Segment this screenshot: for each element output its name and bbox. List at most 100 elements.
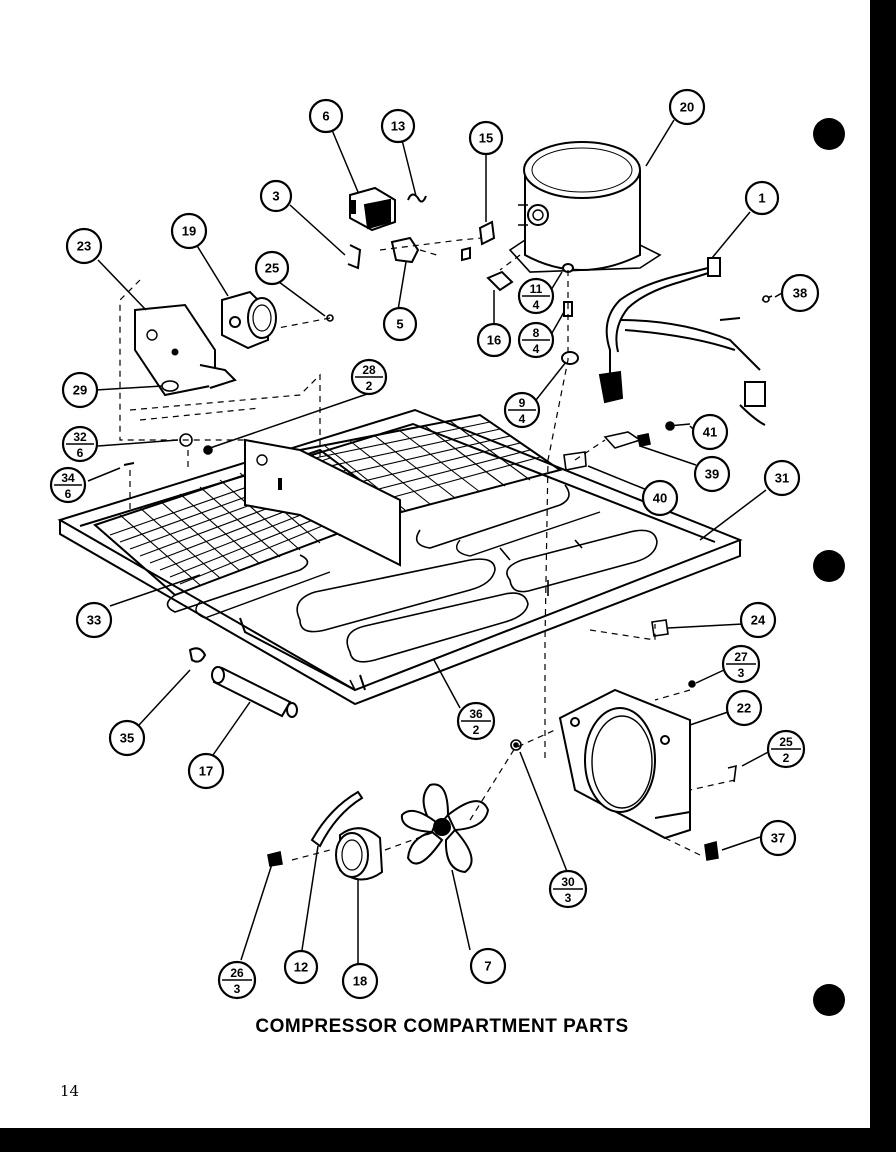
callout-number: 15 [479, 131, 493, 146]
callout-12: 12 [283, 949, 319, 985]
callout-number: 1 [758, 191, 765, 206]
defrost-timer [221, 290, 277, 350]
callout-number: 30 [561, 875, 575, 889]
callout-number: 5 [396, 317, 403, 332]
callout-quantity: 2 [783, 751, 790, 765]
overload-protector [347, 236, 420, 270]
callout-7: 7 [469, 947, 507, 985]
base-pan [57, 408, 743, 706]
divider-panel [244, 438, 401, 567]
fan-blade [400, 783, 490, 874]
callout-quantity: 6 [65, 487, 72, 501]
callout-circle [780, 273, 820, 313]
callout-8: 84 [517, 321, 555, 359]
callout-number: 31 [775, 471, 789, 486]
callout-circle [341, 962, 379, 1000]
callout-1: 1 [744, 180, 780, 216]
callout-number: 33 [87, 613, 101, 628]
callout-number: 13 [391, 119, 405, 134]
callout-number: 27 [734, 650, 748, 664]
callout-number: 17 [199, 764, 213, 779]
callout-number: 40 [653, 491, 667, 506]
callout-circle [254, 250, 290, 286]
callout-circle [61, 371, 99, 409]
callout-5: 5 [382, 306, 418, 342]
terminal-cover [461, 220, 579, 365]
callout-quantity: 4 [519, 412, 526, 426]
callout-number: 25 [779, 735, 793, 749]
callout-circle [476, 322, 512, 358]
callout-number: 18 [353, 974, 367, 989]
callout-number: 16 [487, 333, 501, 348]
callout-circle [468, 120, 504, 156]
callout-circle [691, 413, 729, 451]
callout-number: 24 [751, 613, 766, 628]
leader-lines [87, 119, 783, 965]
binder-holes [813, 118, 845, 1016]
callout-32: 326 [61, 425, 99, 463]
callout-circle [283, 949, 319, 985]
callout-circle [693, 455, 731, 493]
callout-number: 20 [680, 100, 694, 115]
callout-number: 37 [771, 831, 785, 846]
callout-circle [739, 601, 777, 639]
callout-circle [469, 947, 507, 985]
callout-25: 25 [254, 250, 290, 286]
callout-circle [759, 819, 797, 857]
callout-18: 18 [341, 962, 379, 1000]
page-number: 14 [60, 1082, 80, 1100]
callout-31: 31 [763, 459, 801, 497]
callout-number: 32 [73, 430, 87, 444]
callout-quantity: 4 [533, 298, 540, 312]
callout-number: 25 [265, 261, 279, 276]
callout-circle [668, 88, 706, 126]
callout-19: 19 [170, 212, 208, 250]
relay-clip [407, 193, 427, 203]
small-fasteners [123, 295, 773, 867]
callout-number: 28 [362, 363, 376, 377]
callout-quantity: 3 [565, 891, 572, 905]
callout-number: 23 [77, 239, 91, 254]
callout-23: 23 [65, 227, 103, 265]
callout-number: 39 [705, 467, 719, 482]
callout-number: 19 [182, 224, 196, 239]
callout-circle [382, 306, 418, 342]
callout-group: 1356712131516171819202223242529313335373… [49, 88, 820, 1000]
callout-number: 8 [533, 326, 540, 340]
callout-37: 37 [759, 819, 797, 857]
callout-circle [75, 601, 113, 639]
callout-28: 282 [350, 358, 388, 396]
callout-circle [744, 180, 780, 216]
drain-tube [188, 647, 298, 718]
callout-circle [380, 108, 416, 144]
callout-22: 22 [725, 689, 763, 727]
callout-circle [259, 179, 293, 213]
callout-circle [308, 98, 344, 134]
callout-number: 11 [530, 282, 543, 296]
fan-shroud [558, 688, 691, 840]
compressor [508, 141, 662, 273]
callout-39: 39 [693, 455, 731, 493]
callout-16: 16 [476, 322, 512, 358]
callout-40: 40 [641, 479, 679, 517]
callout-number: 41 [703, 425, 717, 440]
control-bracket [134, 303, 237, 397]
callout-13: 13 [380, 108, 416, 144]
callout-33: 33 [75, 601, 113, 639]
callout-24: 24 [739, 601, 777, 639]
callout-number: 29 [73, 383, 87, 398]
callout-circle [108, 719, 146, 757]
callout-11: 114 [517, 277, 555, 315]
callout-quantity: 4 [533, 342, 540, 356]
callout-number: 38 [793, 286, 807, 301]
callout-30: 303 [548, 869, 588, 909]
callout-quantity: 2 [366, 379, 373, 393]
assembly-lines [119, 237, 736, 861]
diagram-caption: COMPRESSOR COMPARTMENT PARTS [255, 1016, 629, 1037]
callout-41: 41 [691, 413, 729, 451]
callout-number: 12 [294, 960, 308, 975]
callout-29: 29 [61, 371, 99, 409]
callout-circle [65, 227, 103, 265]
callout-number: 26 [230, 966, 244, 980]
